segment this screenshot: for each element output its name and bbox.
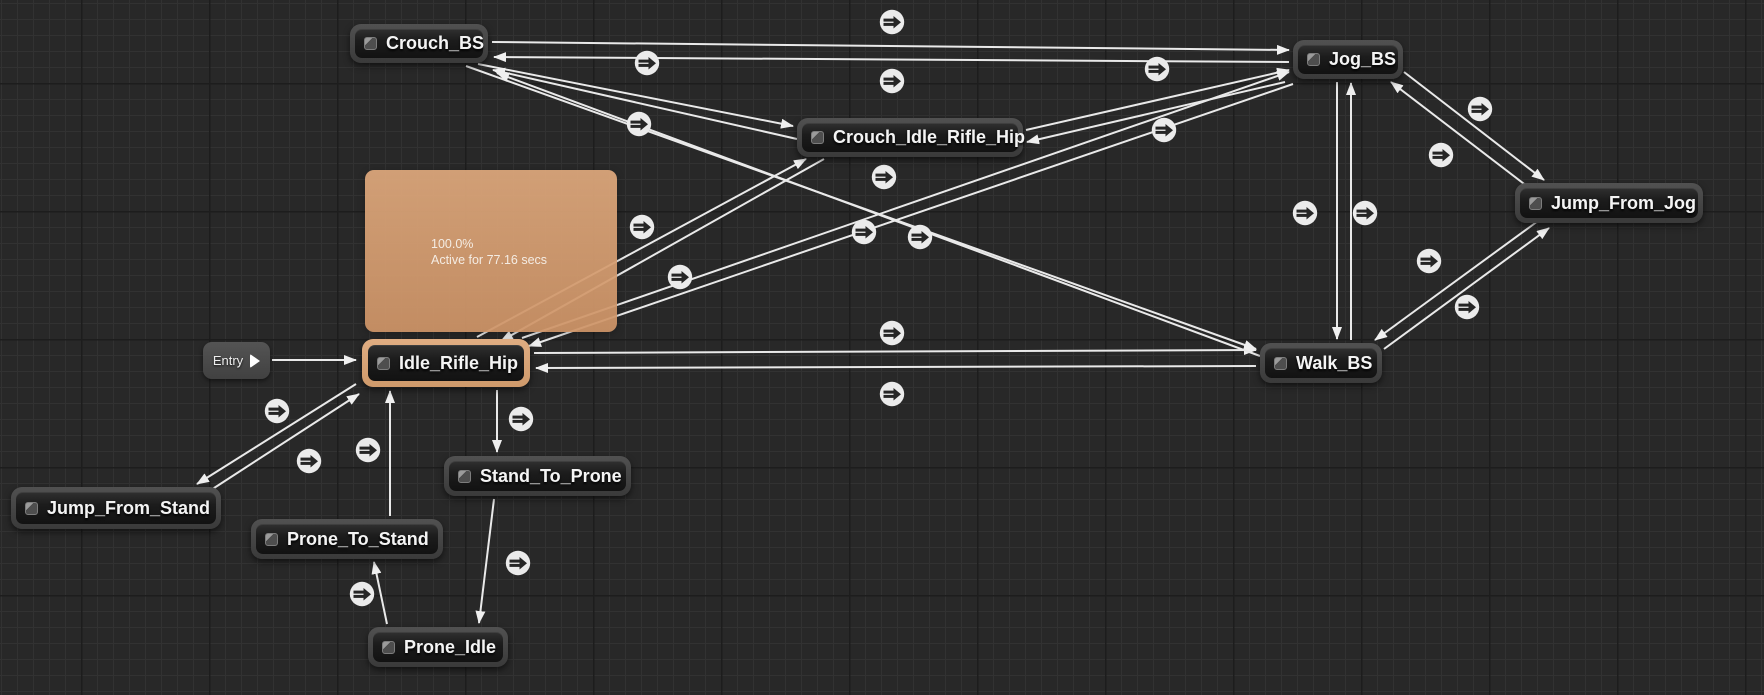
transition-stand-to-prone-to-prone-idle[interactable] [475, 498, 495, 624]
transition-rule-icon[interactable] [349, 581, 375, 607]
transition-rule-icon[interactable] [1467, 96, 1493, 122]
transition-walk-bs-to-crouch-bs[interactable] [496, 72, 1261, 357]
transition-idle-rifle-hip-to-jog-bs[interactable] [521, 71, 1290, 339]
state-node-body: Jump_From_Stand [16, 492, 216, 524]
transition-rule-icon[interactable] [1144, 56, 1170, 82]
transition-rule-icon[interactable] [667, 264, 693, 290]
transition-rule-icon[interactable] [871, 164, 897, 190]
transition-crouch-idle-rifle-hip-to-jog-bs[interactable] [1025, 67, 1290, 131]
state-icon [458, 469, 471, 483]
state-node-walk-bs[interactable]: Walk_BS [1260, 343, 1382, 383]
state-node-jump-from-stand[interactable]: Jump_From_Stand [11, 487, 221, 529]
state-node-label: Walk_BS [1296, 352, 1373, 373]
transition-rule-icon[interactable] [1292, 200, 1318, 226]
transition-jump-from-stand-to-idle-rifle-hip[interactable] [210, 393, 360, 491]
transition-rule-icon[interactable] [879, 9, 905, 35]
transition-rule-icon[interactable] [634, 50, 660, 76]
state-node-body: Prone_To_Stand [256, 524, 438, 554]
transition-walk-bs-to-jump-from-jog[interactable] [1383, 227, 1550, 350]
active-state-tooltip-text: 100.0% Active for 77.16 secs [431, 237, 548, 267]
state-icon [25, 501, 38, 515]
state-node-body: Idle_Rifle_Hip [368, 345, 524, 381]
state-icon [364, 37, 377, 50]
state-node-body: Jump_From_Jog [1520, 188, 1698, 218]
entry-node-label: Entry [212, 353, 244, 368]
state-icon [1529, 196, 1542, 210]
state-node-body: Walk_BS [1265, 348, 1377, 378]
state-node-label: Jog_BS [1329, 49, 1397, 69]
state-node-label: Idle_Rifle_Hip [399, 352, 519, 373]
play-icon [250, 353, 261, 368]
state-node-body: Prone_Idle [373, 632, 503, 662]
transition-jump-from-jog-to-jog-bs[interactable] [1390, 81, 1533, 191]
transition-rule-icon[interactable] [851, 219, 877, 245]
state-node-label: Jump_From_Stand [47, 497, 211, 518]
transition-jog-bs-to-crouch-idle-rifle-hip[interactable] [1026, 81, 1286, 145]
transition-rule-icon[interactable] [626, 111, 652, 137]
transition-rule-icon[interactable] [264, 398, 290, 424]
transition-idle-rifle-hip-to-jump-from-stand[interactable] [196, 383, 357, 485]
transition-rule-icon[interactable] [1151, 117, 1177, 143]
transition-rule-icon[interactable] [879, 320, 905, 346]
transition-rule-icon[interactable] [296, 448, 322, 474]
state-node-label: Jump_From_Jog [1551, 192, 1697, 213]
state-node-label: Crouch_BS [386, 33, 485, 53]
state-node-stand-to-prone[interactable]: Stand_To_Prone [444, 456, 631, 496]
transition-rule-icon[interactable] [1352, 200, 1378, 226]
state-node-body: Crouch_BS [355, 29, 485, 58]
state-node-prone-idle[interactable]: Prone_Idle [368, 627, 508, 667]
transition-rule-icon[interactable] [508, 406, 534, 432]
state-node-label: Crouch_Idle_Rifle_Hip [833, 127, 1026, 147]
state-icon [1307, 53, 1320, 66]
state-node-body: Jog_BS [1298, 45, 1398, 74]
state-node-body: Stand_To_Prone [449, 461, 626, 491]
transition-jump-from-jog-to-walk-bs[interactable] [1374, 220, 1539, 341]
state-icon [1274, 356, 1287, 370]
transition-jog-bs-to-jump-from-jog[interactable] [1403, 71, 1545, 181]
transition-rule-icon[interactable] [1454, 294, 1480, 320]
transition-rule-icon[interactable] [505, 550, 531, 576]
state-icon [377, 356, 390, 370]
transition-rule-icon[interactable] [629, 214, 655, 240]
transition-rule-icon[interactable] [879, 381, 905, 407]
state-icon [811, 131, 824, 144]
transition-rule-icon[interactable] [355, 437, 381, 463]
transition-rule-icon[interactable] [1416, 248, 1442, 274]
state-node-jump-from-jog[interactable]: Jump_From_Jog [1515, 183, 1703, 223]
state-node-body: Crouch_Idle_Rifle_Hip [802, 123, 1025, 152]
transition-rule-icon[interactable] [879, 68, 905, 94]
transition-crouch-bs-to-crouch-idle-rifle-hip[interactable] [477, 63, 794, 129]
state-icon [382, 640, 395, 654]
transition-walk-bs-to-idle-rifle-hip[interactable] [535, 362, 1257, 373]
state-node-jog-bs[interactable]: Jog_BS [1293, 40, 1403, 79]
state-node-prone-to-stand[interactable]: Prone_To_Stand [251, 519, 443, 559]
state-node-label: Prone_To_Stand [287, 528, 429, 549]
transition-crouch-idle-rifle-hip-to-crouch-bs[interactable] [492, 67, 798, 140]
transition-idle-rifle-hip-to-walk-bs[interactable] [533, 345, 1257, 356]
state-node-crouch-bs[interactable]: Crouch_BS [350, 24, 488, 63]
entry-node[interactable]: Entry [203, 342, 270, 379]
transition-rule-icon[interactable] [907, 224, 933, 250]
state-node-label: Stand_To_Prone [480, 465, 622, 486]
transition-prone-idle-to-prone-to-stand[interactable] [371, 561, 388, 625]
state-node-idle-rifle-hip[interactable]: Idle_Rifle_Hip [362, 339, 530, 387]
state-node-crouch-idle-rifle-hip[interactable]: Crouch_Idle_Rifle_Hip [797, 118, 1025, 157]
active-state-tooltip: 100.0% Active for 77.16 secs [365, 170, 617, 332]
state-icon [265, 532, 278, 546]
transition-crouch-bs-to-jog-bs[interactable] [491, 41, 1290, 55]
transition-rule-icon[interactable] [1428, 142, 1454, 168]
state-node-label: Prone_Idle [404, 636, 497, 657]
